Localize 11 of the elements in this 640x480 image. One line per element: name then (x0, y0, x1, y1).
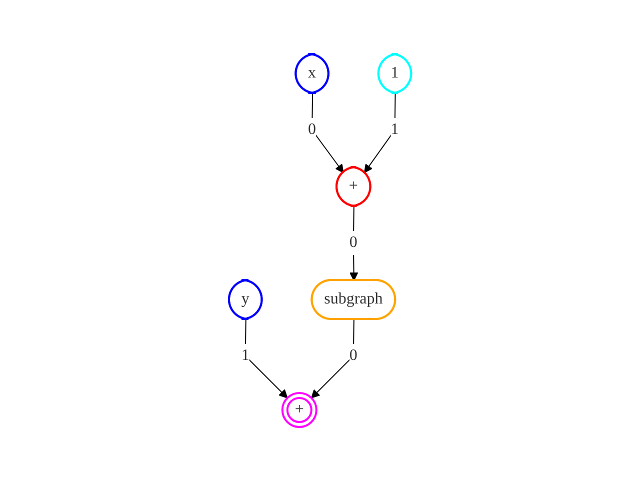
edge-label: 1 (390, 120, 399, 138)
node-circle: + (281, 391, 318, 428)
arrow (364, 92, 396, 172)
edge-label: 0 (349, 346, 358, 364)
arrow (310, 318, 354, 398)
edge-label: 1 (241, 346, 250, 364)
edge-label: 0 (349, 233, 358, 250)
arrow (349, 205, 358, 280)
arrow (244, 318, 288, 398)
arrow (311, 92, 344, 172)
edge-label: 0 (308, 120, 316, 138)
